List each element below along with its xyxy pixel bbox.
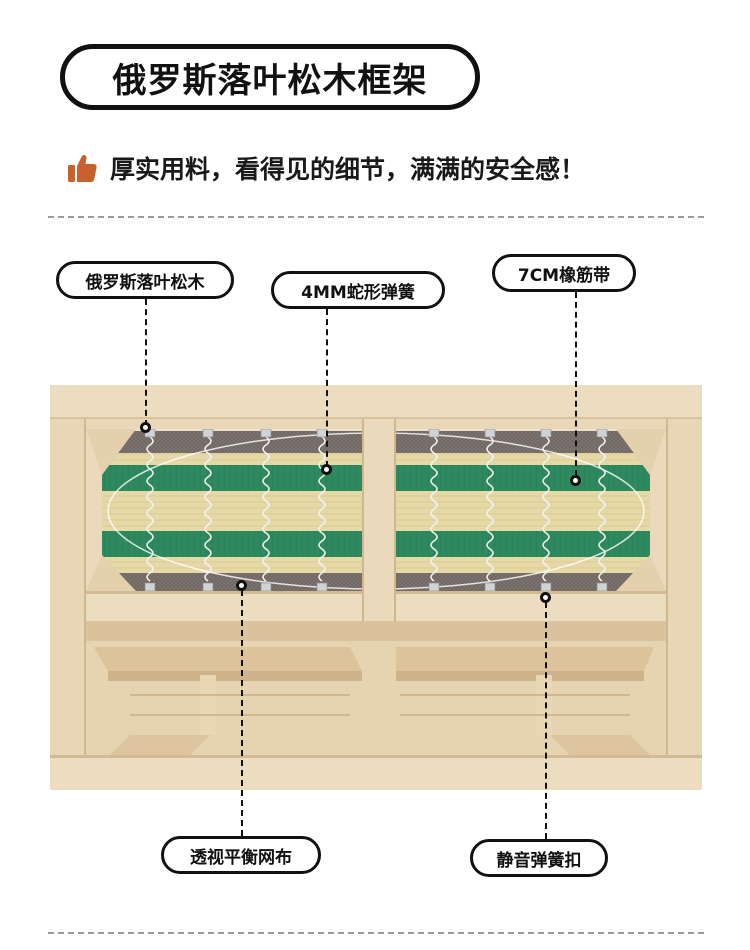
- pointer-rubber-band: [570, 475, 581, 486]
- leader-balance-mesh: [241, 590, 243, 836]
- pointer-serpentine-spring: [321, 464, 332, 475]
- page-title: 俄罗斯落叶松木框架: [60, 44, 480, 110]
- subtitle-text: 厚实用料，看得见的细节，满满的安全感！: [110, 155, 586, 184]
- thumbs-up-icon: [68, 154, 97, 182]
- sofa-bed-frame-illustration: [50, 385, 702, 790]
- pointer-balance-mesh: [236, 580, 247, 591]
- pointer-silent-buckle: [540, 592, 551, 603]
- callout-serpentine-spring: 4MM蛇形弹簧: [271, 271, 445, 309]
- leader-serpentine-spring: [326, 309, 328, 467]
- callout-balance-mesh: 透视平衡网布: [161, 836, 321, 874]
- subtitle: 厚实用料，看得见的细节，满满的安全感！: [66, 150, 585, 186]
- callout-rubber-band: 7CM橡筋带: [492, 254, 636, 292]
- divider-bottom: [48, 932, 704, 934]
- leader-silent-buckle: [545, 602, 547, 839]
- callout-larch-wood: 俄罗斯落叶松木: [56, 261, 234, 299]
- leader-rubber-band: [575, 292, 577, 476]
- leader-larch-wood: [145, 299, 147, 426]
- callout-silent-buckle: 静音弹簧扣: [470, 839, 608, 877]
- divider-top: [48, 216, 704, 218]
- pointer-larch-wood: [140, 422, 151, 433]
